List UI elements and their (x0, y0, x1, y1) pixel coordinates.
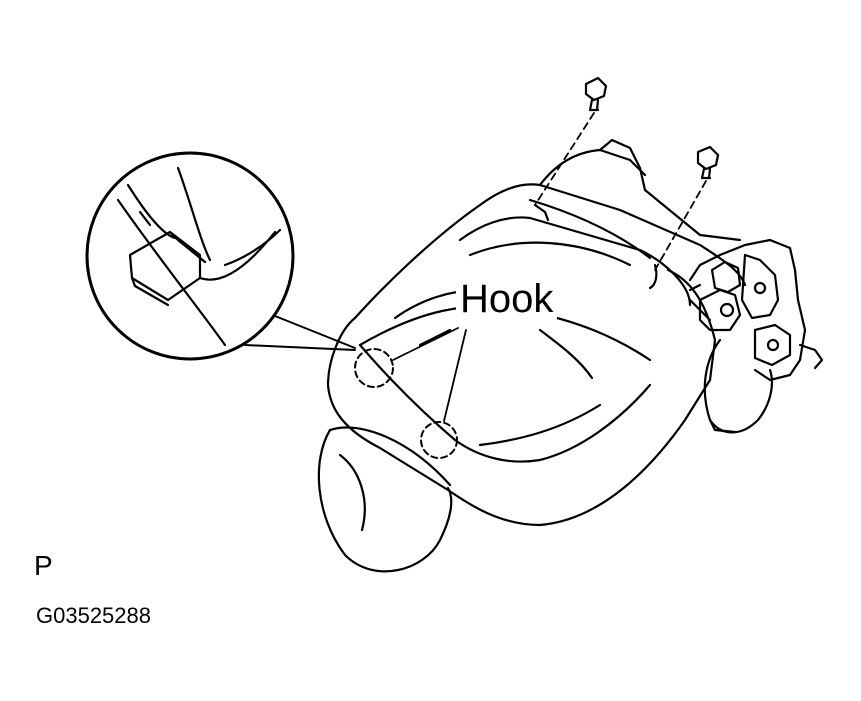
hook-leader-line-upper (392, 327, 459, 361)
hook-callout-label: Hook (456, 279, 558, 319)
hook-leader-line-lower (443, 329, 467, 422)
figure-id-label: G03525288 (36, 603, 151, 628)
bolt-left (534, 76, 608, 206)
hook-marker-lower (420, 421, 458, 459)
seat-rear-frame (528, 138, 742, 290)
view-code-label: P (34, 550, 53, 581)
hook-detail-magnifier (85, 151, 356, 361)
seat-cushion-body (326, 183, 747, 527)
cushion-front-bolster (317, 426, 453, 573)
seat-adjuster-mechanism (688, 238, 824, 434)
hook-marker-upper (354, 348, 394, 388)
bolt-right (654, 145, 720, 271)
